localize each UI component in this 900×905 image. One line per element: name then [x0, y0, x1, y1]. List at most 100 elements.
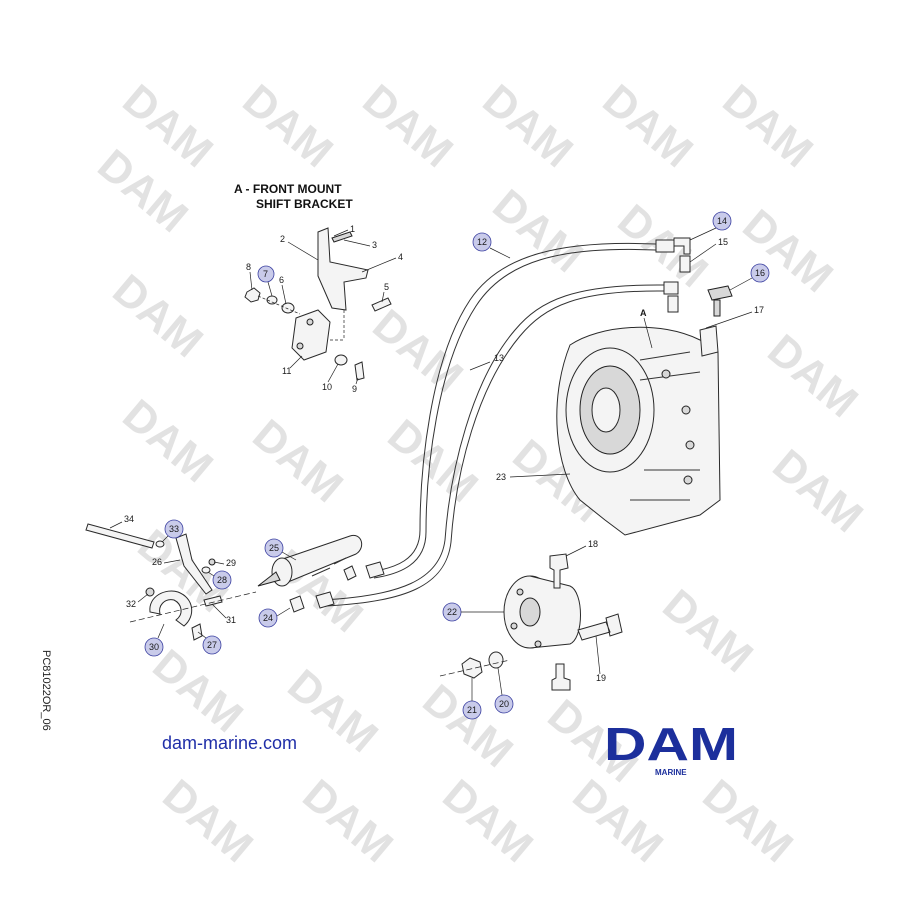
callout-31: 31 — [226, 615, 236, 625]
bracket-plate — [291, 309, 331, 361]
fittings — [655, 237, 733, 317]
bolt — [551, 663, 571, 691]
temperature-switch — [707, 285, 733, 317]
callout-circle-28 — [212, 570, 232, 590]
adapter-fitting — [667, 295, 679, 313]
plate-hole — [306, 318, 314, 326]
watermark: DAM — [244, 410, 352, 512]
watermark: DAM — [154, 770, 262, 872]
watermark: DAM — [414, 675, 522, 777]
callout-labels: 1 2 3 4 5 6 8 9 10 11 13 15 17 18 19 23 … — [109, 224, 764, 683]
callout-16: 16 — [755, 268, 765, 278]
callout-12: 12 — [477, 237, 487, 247]
watermark: DAM — [474, 75, 582, 177]
inset-title-line2: SHIFT BRACKET — [256, 197, 353, 211]
clamp — [149, 590, 193, 627]
callout-1: 1 — [350, 224, 355, 234]
nut — [244, 287, 261, 303]
site-url[interactable]: dam-marine.com — [162, 733, 298, 753]
callout-30: 30 — [149, 642, 159, 652]
callout-28: 28 — [217, 575, 227, 585]
screw — [354, 361, 365, 381]
watermark: DAM — [234, 75, 342, 177]
detail-letter: A — [640, 308, 647, 318]
callout-8: 8 — [246, 262, 251, 272]
watermark: DAM — [104, 265, 212, 367]
callout-33: 33 — [169, 524, 179, 534]
watermark: DAM — [144, 640, 252, 742]
watermark: DAM — [764, 440, 872, 542]
callout-5: 5 — [384, 282, 389, 292]
watermark: DAM — [714, 75, 822, 177]
drawing-code: PC81022OR_06 — [40, 650, 52, 731]
callout-32: 32 — [126, 599, 136, 609]
callout-circle-7 — [257, 265, 275, 283]
callout-circle-24 — [258, 608, 278, 628]
callout-circle-12 — [472, 232, 492, 252]
callout-26: 26 — [152, 557, 162, 567]
watermark: DAM — [379, 410, 487, 512]
callout-22: 22 — [447, 607, 457, 617]
callout-circle-20 — [494, 694, 514, 714]
callout-13: 13 — [494, 353, 504, 363]
watermark: DAM — [354, 75, 462, 177]
callout-6: 6 — [279, 275, 284, 285]
strap-bracket — [175, 533, 213, 595]
oil-cooler — [257, 534, 385, 613]
watermark: DAM — [114, 390, 222, 492]
callout-circle-16 — [750, 263, 770, 283]
callout-19: 19 — [596, 673, 606, 683]
callout-21: 21 — [467, 705, 477, 715]
callout-3: 3 — [372, 240, 377, 250]
callout-circle-27 — [202, 635, 222, 655]
callout-27: 27 — [207, 640, 217, 650]
callout-20: 20 — [499, 699, 509, 709]
callout-34: 34 — [124, 514, 134, 524]
callout-25: 25 — [269, 543, 279, 553]
bolt — [549, 553, 569, 589]
callout-7: 7 — [263, 269, 268, 279]
transmission-housing — [556, 325, 721, 536]
callout-23: 23 — [496, 472, 506, 482]
callout-circle-33 — [164, 519, 184, 539]
dam-marine-logo: DAM MARINE — [604, 718, 738, 777]
callout-14: 14 — [717, 216, 727, 226]
watermark: DAM — [434, 770, 542, 872]
bracket-body — [317, 227, 369, 311]
callout-9: 9 — [352, 384, 357, 394]
callout-15: 15 — [718, 237, 728, 247]
watermark: DAM — [294, 770, 402, 872]
callout-circle-30 — [144, 637, 164, 657]
callout-10: 10 — [322, 382, 332, 392]
callout-29: 29 — [226, 558, 236, 568]
hose-end-fitting — [663, 281, 679, 295]
nut — [461, 657, 483, 679]
callout-18: 18 — [588, 539, 598, 549]
mounting-clamp-cluster — [85, 523, 257, 641]
bolt — [577, 613, 623, 641]
watermark: DAM — [694, 770, 802, 872]
callout-circle-25 — [264, 538, 284, 558]
callout-circle-14 — [712, 211, 732, 231]
circled-callouts: 7 12 14 16 20 21 22 24 25 27 28 30 — [144, 211, 770, 720]
long-bolt — [85, 523, 155, 549]
inset-title: A - FRONT MOUNT SHIFT BRACKET — [234, 182, 353, 211]
watermark: DAM — [484, 180, 592, 282]
washer — [334, 354, 348, 366]
cooler-hoses — [321, 242, 666, 607]
inset-title-line1: A - FRONT MOUNT — [234, 182, 342, 196]
watermark: DAM — [594, 75, 702, 177]
watermark: DAM — [364, 300, 472, 402]
callout-17: 17 — [754, 305, 764, 315]
callout-11: 11 — [282, 366, 291, 376]
callout-4: 4 — [398, 252, 403, 262]
callout-24: 24 — [263, 613, 273, 623]
bracket-clip — [331, 231, 353, 243]
plate-hole — [296, 342, 304, 350]
logo-sub: MARINE — [655, 768, 687, 777]
logo-main: DAM — [604, 718, 738, 770]
watermark: DAM — [734, 200, 842, 302]
washer — [266, 295, 278, 305]
watermark: DAM — [654, 580, 762, 682]
